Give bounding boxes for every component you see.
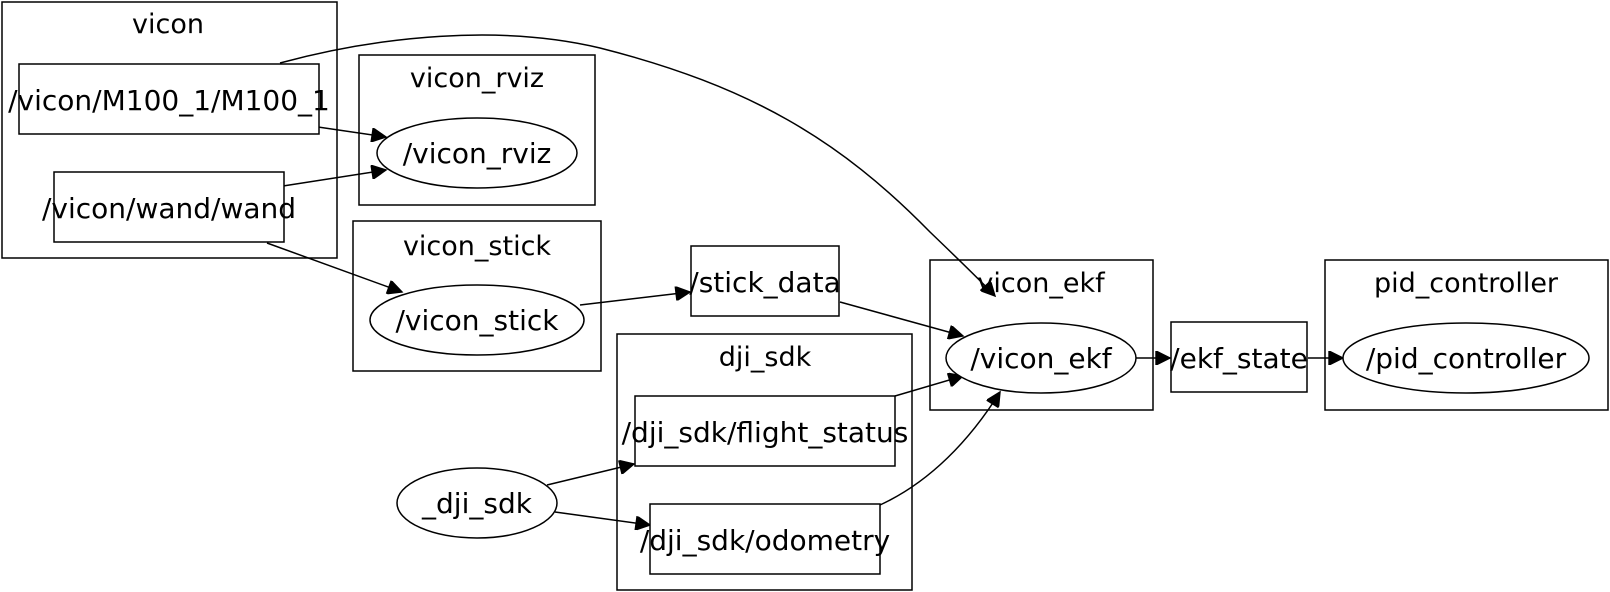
- cluster-pid-controller-label: pid_controller: [1374, 268, 1559, 299]
- cluster-dji-sdk-label: dji_sdk: [719, 342, 812, 373]
- node-vicon-rviz-label: /vicon_rviz: [403, 137, 552, 170]
- cluster-vicon-rviz: vicon_rviz: [358, 54, 596, 206]
- cluster-vicon-stick-label: vicon_stick: [403, 231, 551, 262]
- node-vicon-ekf-label: /vicon_ekf: [970, 342, 1112, 375]
- topic-odometry[interactable]: /dji_sdk/odometry: [640, 503, 890, 575]
- edge-stick-data-to-vicon-ekf: [839, 301, 963, 336]
- edge-m100-to-vicon-rviz: [317, 126, 386, 137]
- topic-odometry-label: /dji_sdk/odometry: [640, 524, 890, 557]
- node-pid-controller-label: /pid_controller: [1366, 342, 1567, 375]
- edge-flight-status-to-vicon-ekf: [894, 376, 963, 397]
- node-dji-sdk-label: _dji_sdk: [421, 487, 533, 520]
- cluster-vicon-ekf-label: vicon_ekf: [977, 268, 1106, 299]
- topic-flight-status-label: /dji_sdk/flight_status: [622, 416, 909, 449]
- topic-ekf-state-label: /ekf_state: [1170, 342, 1308, 375]
- cluster-pid-controller: pid_controller: [1324, 259, 1609, 411]
- topic-ekf-state[interactable]: /ekf_state: [1170, 321, 1308, 393]
- cluster-vicon-stick: vicon_stick: [352, 220, 602, 372]
- node-vicon-stick-label: /vicon_stick: [395, 304, 559, 337]
- topic-stick-data-label: /stick_data: [689, 266, 840, 299]
- node-pid-controller[interactable]: /pid_controller: [1342, 322, 1590, 394]
- topic-wand[interactable]: /vicon/wand/wand: [42, 171, 296, 243]
- cluster-vicon-rviz-label: vicon_rviz: [410, 63, 544, 94]
- node-vicon-stick[interactable]: /vicon_stick: [369, 284, 585, 356]
- edge-dji-sdk-to-odometry: [554, 511, 650, 525]
- edge-odometry-to-vicon-ekf: [879, 392, 1000, 506]
- edge-m100-to-vicon-ekf: [279, 34, 995, 296]
- node-dji-sdk[interactable]: _dji_sdk: [396, 467, 558, 539]
- node-vicon-rviz[interactable]: /vicon_rviz: [376, 117, 578, 189]
- topic-m100[interactable]: /vicon/M100_1/M100_1: [8, 63, 330, 135]
- topic-stick-data[interactable]: /stick_data: [689, 245, 841, 317]
- node-vicon-ekf[interactable]: /vicon_ekf: [945, 322, 1137, 394]
- edge-wand-to-vicon-stick: [266, 242, 402, 292]
- topic-m100-label: /vicon/M100_1/M100_1: [8, 84, 330, 117]
- topic-flight-status[interactable]: /dji_sdk/flight_status: [622, 395, 909, 467]
- cluster-vicon-label: vicon: [132, 9, 204, 40]
- edge-vicon-stick-to-stick-data: [579, 292, 690, 306]
- topic-wand-label: /vicon/wand/wand: [42, 192, 296, 225]
- edge-wand-to-vicon-rviz: [282, 170, 386, 187]
- cluster-dji-sdk: dji_sdk: [616, 333, 913, 591]
- cluster-vicon-ekf: vicon_ekf: [929, 259, 1154, 411]
- edge-dji-sdk-to-flight-status: [546, 464, 634, 486]
